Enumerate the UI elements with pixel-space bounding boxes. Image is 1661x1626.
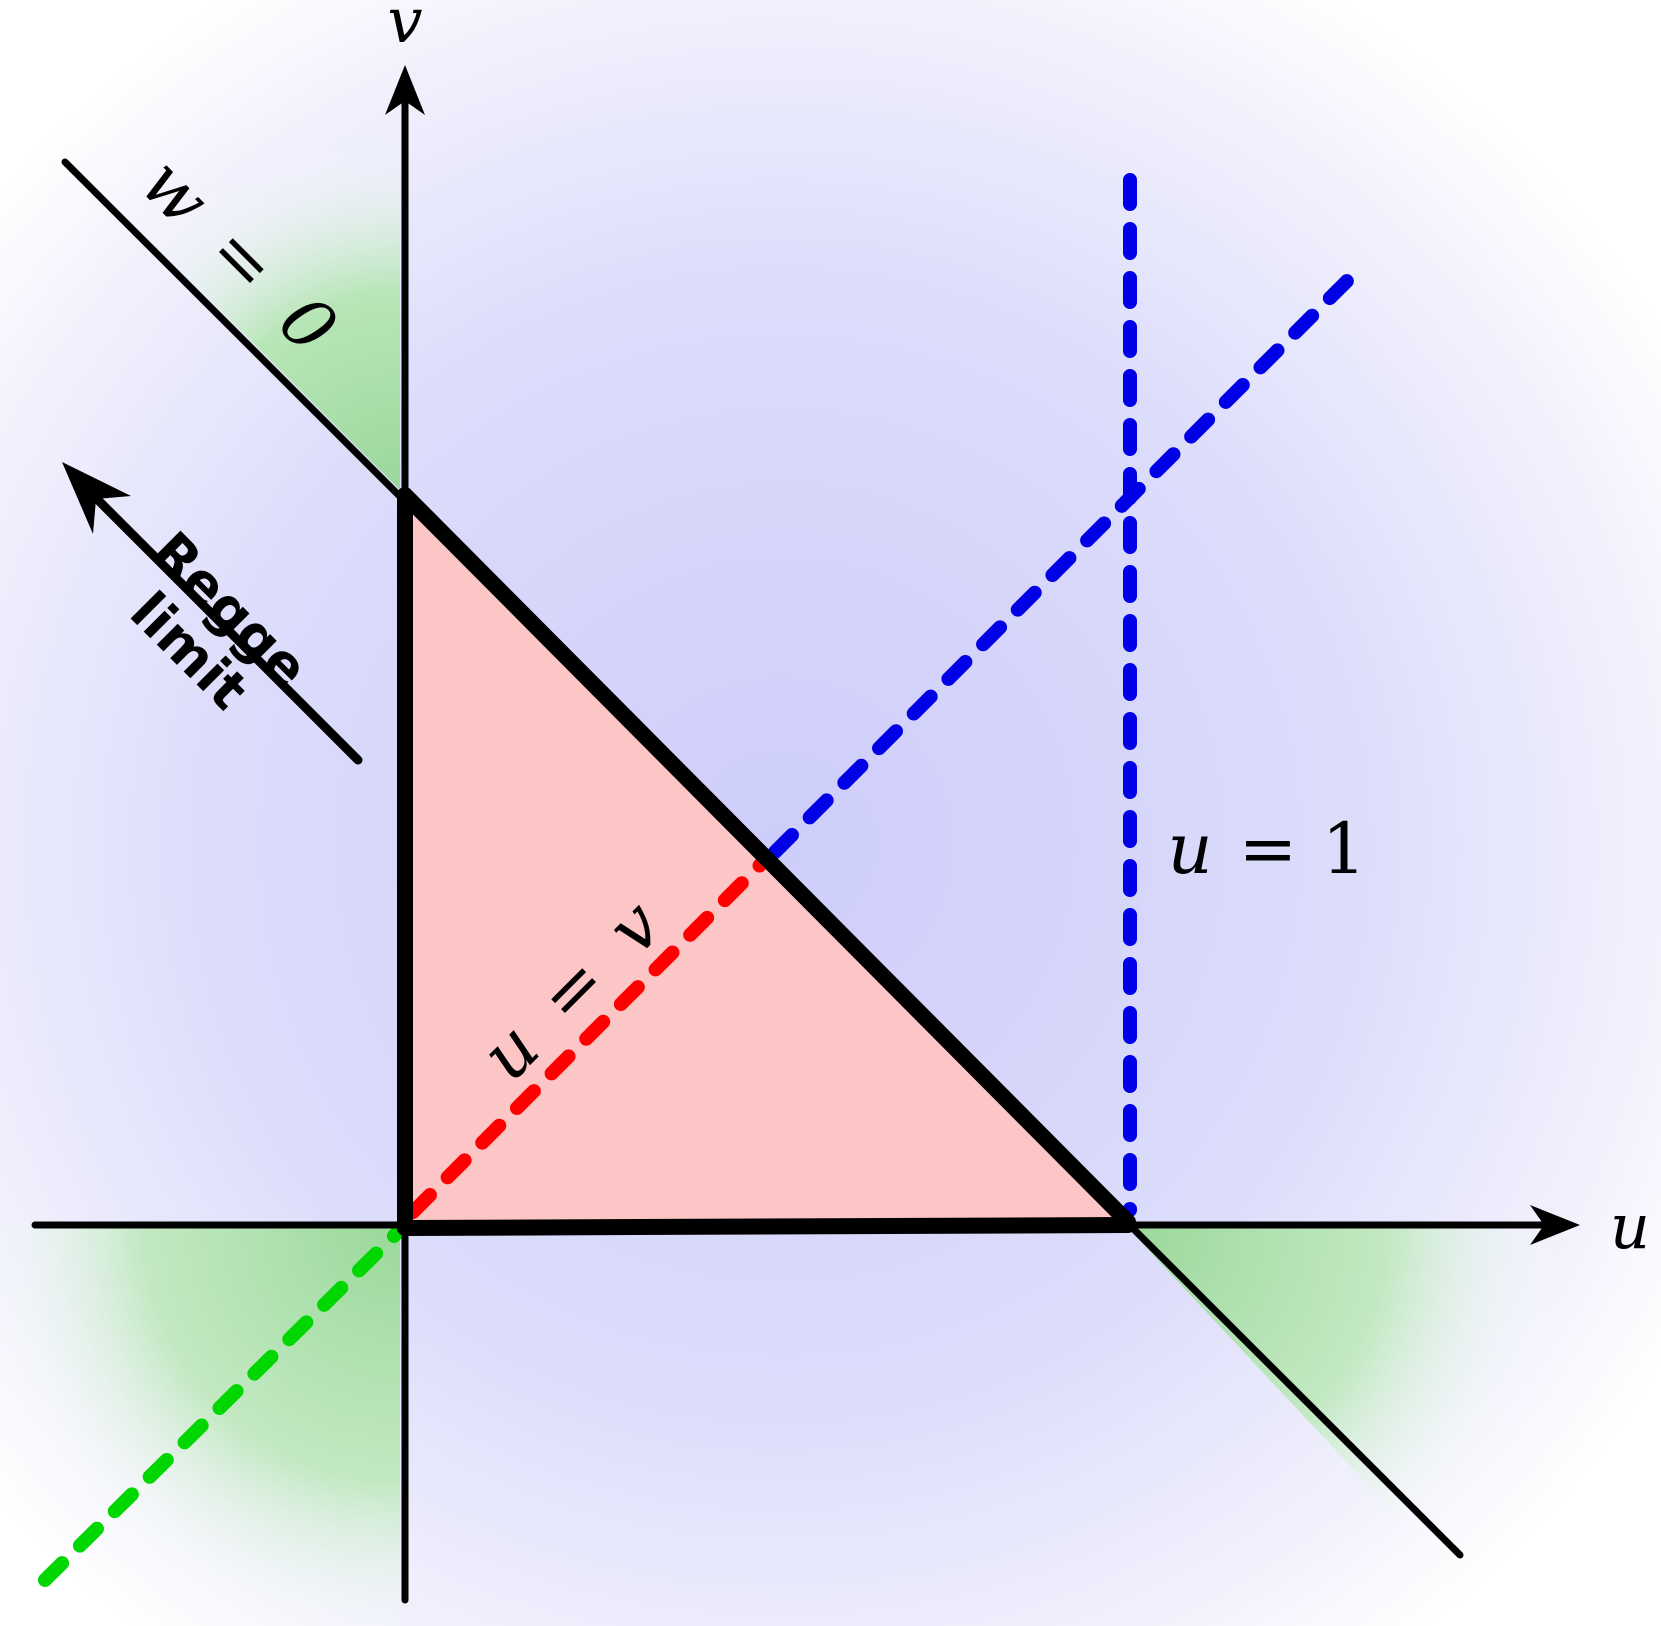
v-axis-label: v <box>387 0 422 57</box>
green-region-bottom-right <box>1125 1225 1661 1626</box>
regge-limit-arrowhead <box>62 462 131 534</box>
u-equals-1-label: u = 1 <box>1167 808 1366 890</box>
v-axis-arrowhead <box>385 65 425 115</box>
u-axis-arrowhead <box>1530 1205 1580 1245</box>
u-equals-v-blue-segment <box>768 261 1367 859</box>
triangle-edge-horizontal <box>397 1217 1136 1236</box>
u-equals-v-red-segment <box>406 853 772 1219</box>
u1-eq: = <box>1239 808 1298 890</box>
u-axis-label: u <box>1610 1190 1650 1263</box>
u-equals-v-green-segment <box>38 1223 407 1587</box>
green-region-top-left <box>70 40 400 490</box>
u1-var: u <box>1167 808 1212 890</box>
u1-value: 1 <box>1322 808 1367 890</box>
regge-limit-arrow-shaft <box>93 495 363 765</box>
triangle-edge-diagonal <box>397 487 1136 1230</box>
